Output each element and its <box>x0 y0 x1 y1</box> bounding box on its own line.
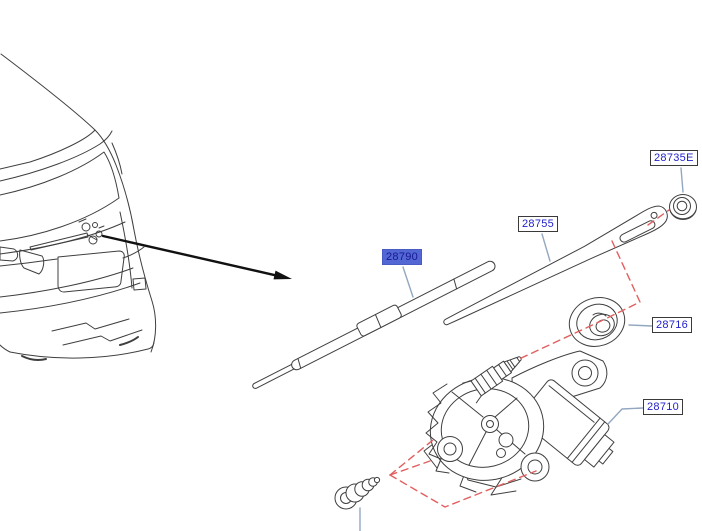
mounting-screw-drawing <box>334 476 381 510</box>
pivot-grommet-drawing <box>568 297 626 347</box>
part-label-28710[interactable]: 28710 <box>643 399 684 415</box>
wiper-arm-drawing <box>443 205 668 326</box>
label-connector-lines <box>359 167 684 531</box>
part-label-28735E[interactable]: 28735E <box>650 150 698 166</box>
vehicle-wiper-detail <box>29 218 105 251</box>
pivot-nut-drawing <box>669 194 697 220</box>
part-label-28790[interactable]: 28790 <box>382 249 423 265</box>
vehicle-rear-illustration <box>0 53 157 361</box>
wiper-blade-drawing <box>252 260 496 389</box>
pointer-arrow <box>101 234 292 280</box>
part-label-28716[interactable]: 28716 <box>652 317 693 333</box>
motor-pivot-shaft <box>462 356 522 404</box>
assembly-reference-dashed-lines <box>389 209 670 508</box>
wiper-motor-drawing <box>423 350 615 496</box>
part-label-28755[interactable]: 28755 <box>518 216 559 232</box>
